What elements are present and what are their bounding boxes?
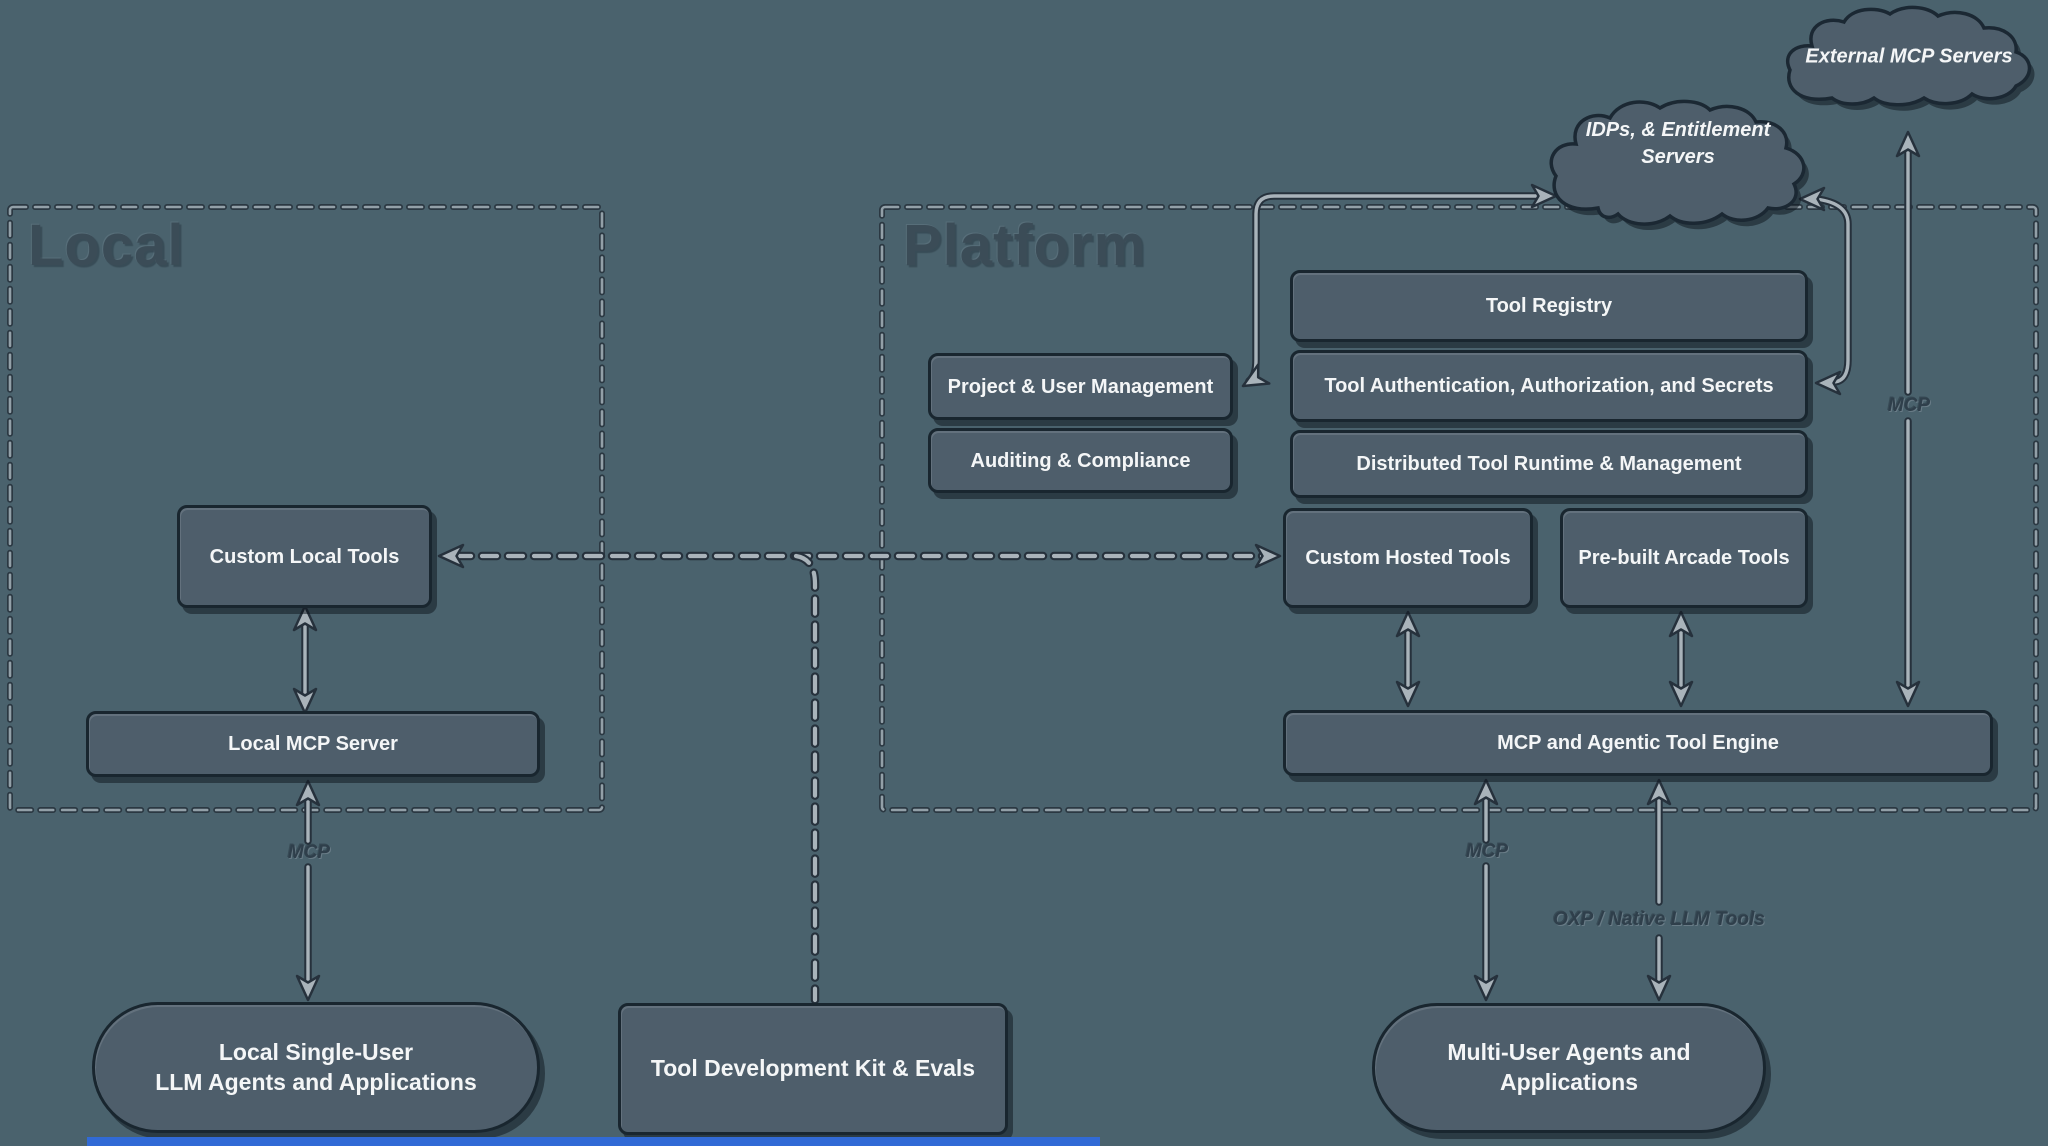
edge-custom-hosted-to-engine [1395, 610, 1421, 708]
local-single-user-line2: LLM Agents and Applications [155, 1068, 477, 1095]
multi-user-line1: Multi-User Agents and [1447, 1039, 1691, 1066]
node-local-mcp-server: Local MCP Server [86, 711, 540, 777]
edge-engine-to-multiuser-mcp [1473, 778, 1499, 1002]
node-tool-development-kit: Tool Development Kit & Evals [618, 1003, 1008, 1135]
node-custom-hosted-tools: Custom Hosted Tools [1283, 508, 1533, 608]
platform-container-title: Platform [903, 213, 1147, 278]
edge-label-mcp-platform: MCP [1465, 841, 1509, 862]
idps-cloud [1549, 99, 1809, 231]
platform-container-border [879, 204, 2039, 813]
edge-label-mcp-local: MCP [287, 842, 331, 863]
edge-engine-to-multiuser-oxp [1646, 778, 1672, 1002]
external-mcp-cloud [1786, 5, 2035, 111]
idps-cloud-label: IDPs, & Entitlement Servers [1586, 117, 1770, 171]
node-distributed-tool-runtime: Distributed Tool Runtime & Management [1290, 430, 1808, 498]
local-single-user-line1: Local Single-User [218, 1038, 414, 1065]
node-auditing-compliance: Auditing & Compliance [928, 428, 1233, 493]
node-project-user-management: Project & User Management [928, 353, 1233, 420]
node-tool-registry: Tool Registry [1290, 270, 1808, 342]
idps-cloud-label-line1: IDPs, & Entitlement [1585, 119, 1771, 141]
multi-user-line2: Applications [1499, 1069, 1638, 1095]
node-multi-user-agents: Multi-User Agents and Applications [1372, 1003, 1766, 1133]
node-tool-authentication: Tool Authentication, Authorization, and … [1290, 350, 1808, 422]
edge-custom-local-to-custom-hosted-dashed [437, 543, 1282, 1005]
edge-prebuilt-to-engine [1668, 610, 1694, 708]
bottom-accent-bar [87, 1137, 1100, 1146]
node-mcp-agentic-tool-engine: MCP and Agentic Tool Engine [1283, 710, 1993, 776]
edge-label-mcp-external: MCP [1887, 395, 1931, 416]
edge-custom-local-to-local-mcp [292, 604, 318, 715]
edge-label-oxp-native-llm-tools: OXP / Native LLM Tools [1553, 909, 1765, 930]
edge-external-cloud-to-engine [1895, 130, 1921, 708]
edge-idps-left-curve [1241, 183, 1558, 388]
idps-cloud-label-line2: Servers [1641, 146, 1715, 168]
edge-idps-right-curve [1798, 186, 1852, 396]
node-custom-local-tools: Custom Local Tools [177, 505, 432, 608]
edge-local-mcp-to-local-agents [295, 779, 321, 1002]
node-local-single-user-agents: Local Single-User LLM Agents and Applica… [92, 1002, 540, 1133]
node-prebuilt-arcade-tools: Pre-built Arcade Tools [1560, 508, 1808, 608]
external-mcp-cloud-label: External MCP Servers [1805, 45, 2013, 68]
local-container-title: Local [28, 213, 185, 278]
